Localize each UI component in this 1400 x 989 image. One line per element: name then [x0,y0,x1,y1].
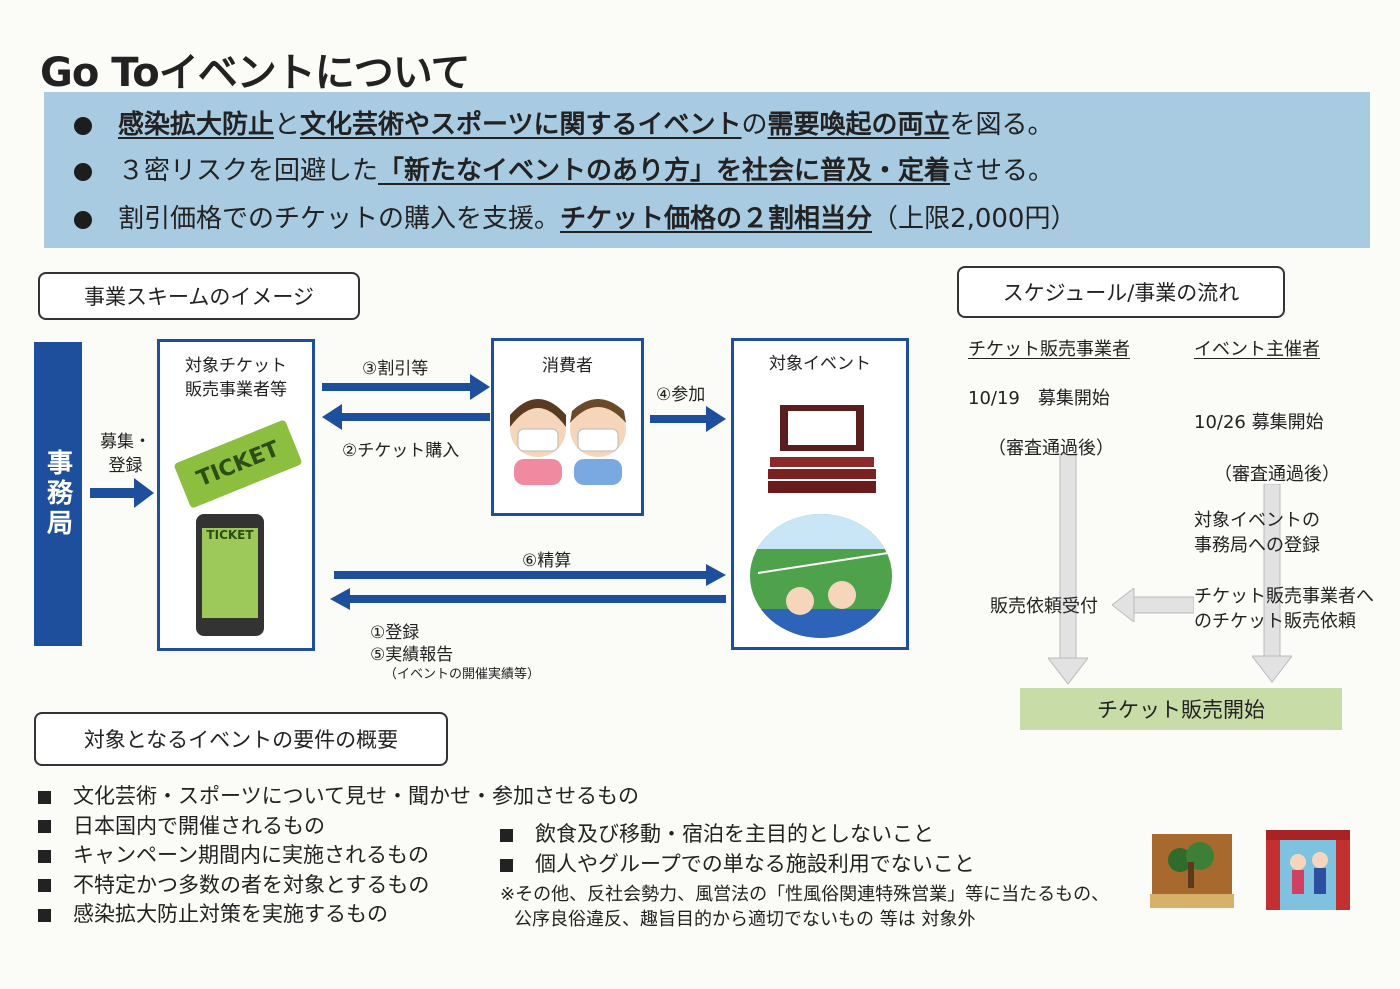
bullet-1-part: を図る。 [949,110,1054,140]
bullet-dot-icon [74,162,92,181]
square-bullet-icon [500,858,513,872]
bullet-1-part: の [741,110,768,140]
request-flow-arrow-icon [1112,588,1194,622]
bullet-3-part: チケット価格の２割相当分 [560,204,873,234]
square-bullet-icon [38,820,51,833]
report-label: ⑤実績報告 [370,645,454,665]
request-accept-step: 販売依頼受付 [990,596,1098,617]
bullet-3-part: 割引価格でのチケットの購入を支援。 [118,204,561,234]
seller-box: 対象チケット 販売事業者等 TICKET TICKET [157,339,315,651]
square-bullet-icon [38,790,51,804]
exclusion-note-line2: 公序良俗違反、趣旨目的から適切でないもの 等は 対象外 [514,909,976,930]
requirement-item: 飲食及び移動・宿泊を主目的としないこと [500,818,934,848]
square-bullet-icon [38,879,51,892]
register-arrow-icon [330,588,726,610]
page-title: Go Toイベントについて [40,50,470,96]
ticket-icon: TICKET [173,419,303,509]
summary-banner: 感染拡大防止と文化芸術やスポーツに関するイベントの需要喚起の両立を図る。 ３密リ… [44,92,1370,248]
event-registration-step: 対象イベントの 事務局への登録 [1194,510,1320,556]
bullet-2-part: させる。 [950,156,1055,186]
requirements-heading: 対象となるイベントの要件の概要 [34,712,448,766]
noh-stage-icon [1150,834,1234,908]
bullet-2-part: 「新たなイベントのあり方」を社会に普及・定着 [378,156,951,186]
seller-recruit-date: 10/19 募集開始 [968,388,1110,409]
square-bullet-icon [38,849,51,863]
bullet-3: 割引価格でのチケットの購入を支援。チケット価格の２割相当分（上限2,000円） [74,198,1076,235]
organizer-recruit-date: 10/26 募集開始 [1194,412,1324,433]
requirement-item: キャンペーン期間内に実施されるもの [38,839,429,869]
requirement-item: 不特定かつ多数の者を対象とするもの [38,869,429,899]
bullet-1-part: と [274,110,301,140]
schedule-col-seller: チケット販売事業者 [968,339,1130,360]
bullet-2: ３密リスクを回避した「新たなイベントのあり方」を社会に普及・定着させる。 [74,150,1054,187]
schedule-col-organizer: イベント主催者 [1194,339,1320,360]
bullet-dot-icon [74,210,92,229]
consumer-label: 消費者 [542,356,593,376]
participate-arrow-icon [650,406,726,432]
bullet-1-part: 感染拡大防止 [118,110,275,140]
requirement-item: 感染拡大防止対策を実施するもの [38,898,388,928]
sales-start-box: チケット販売開始 [1020,688,1342,730]
sales-request-step: チケット販売事業者へ のチケット販売依頼 [1194,586,1374,632]
seller-flow-arrow-icon [1048,454,1088,685]
event-box: 対象イベント [731,338,909,650]
requirement-item: 日本国内で開催されるもの [38,810,325,840]
consumer-box: 消費者 [491,338,644,516]
stadium-icon [750,514,892,638]
theater-icon [768,405,876,493]
discount-arrow-icon [322,374,490,400]
report-note: （イベントの開催実績等） [384,667,541,682]
exclusion-note-line1: ※その他、反社会勢力、風営法の「性風俗関連特殊営業」等に当たるもの、 [500,884,1110,905]
bullet-2-part: ３密リスクを回避した [118,156,379,186]
office-bar: 事務局 [34,342,82,646]
event-label: 対象イベント [769,354,871,374]
scheme-heading: 事業スキームのイメージ [38,272,360,320]
requirement-item: 文化芸術・スポーツについて見せ・聞かせ・参加させるもの [38,780,639,810]
seller-label: 対象チケット 販売事業者等 [185,356,287,400]
organizer-flow-arrow-icon [1252,484,1292,683]
requirement-item: 個人やグループでの単なる施設利用でないこと [500,848,975,878]
schedule-heading: スケジュール/事業の流れ [957,266,1285,318]
theater-performers-icon [1266,830,1350,910]
participate-label: ④参加 [656,385,706,405]
purchase-label: ②チケット購入 [342,441,460,461]
recruit-label: 募集・ 登録 [100,432,151,476]
square-bullet-icon [500,828,513,842]
seller-recruit-note: （審査通過後） [988,438,1114,459]
bullet-3-part: （上限2,000円） [872,204,1077,234]
settle-label: ⑥精算 [522,551,572,571]
bullet-1-part: 需要喚起の両立 [767,110,950,140]
settle-arrow-icon [334,564,726,586]
recruit-arrow-icon [90,478,154,508]
smartphone-icon: TICKET [196,514,264,636]
register-label: ①登録 [370,623,420,643]
organizer-recruit-note: （審査通過後） [1214,464,1340,485]
purchase-arrow-icon [322,404,490,430]
bullet-1: 感染拡大防止と文化芸術やスポーツに関するイベントの需要喚起の両立を図る。 [74,104,1054,141]
bullet-1-part: 文化芸術やスポーツに関するイベント [300,110,742,140]
bullet-dot-icon [74,116,92,135]
consumers-icon [510,399,626,485]
square-bullet-icon [38,908,51,922]
discount-label: ③割引等 [362,359,429,379]
